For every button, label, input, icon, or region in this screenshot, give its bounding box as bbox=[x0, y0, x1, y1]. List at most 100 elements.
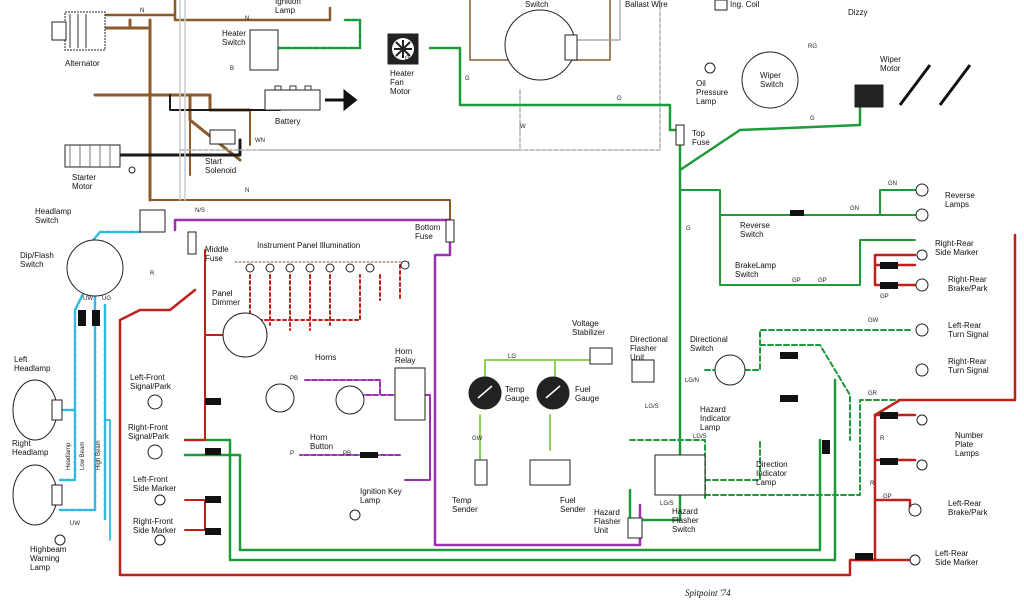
svg-text:N: N bbox=[245, 188, 249, 194]
wire-red-right bbox=[853, 413, 917, 562]
svg-text:LG/S: LG/S bbox=[645, 404, 659, 410]
svg-text:LG/S: LG/S bbox=[693, 434, 707, 440]
svg-text:PB: PB bbox=[343, 451, 351, 457]
left-front-side-marker-lamp bbox=[154, 494, 166, 506]
directional-switch-component bbox=[714, 354, 746, 386]
label-line: Sender bbox=[560, 505, 586, 514]
svg-text:PB: PB bbox=[290, 376, 298, 382]
dip-flash-switch-component bbox=[66, 239, 124, 297]
left-front-signal-lamp bbox=[147, 394, 163, 410]
label-line: Direction bbox=[756, 460, 788, 469]
wire-brown-solenoid bbox=[189, 109, 251, 176]
svg-text:N: N bbox=[140, 8, 144, 14]
label-line: Lamps bbox=[945, 200, 969, 209]
label-line: Unit bbox=[594, 526, 609, 535]
svg-text:G: G bbox=[617, 96, 622, 102]
wire-gray-switch bbox=[559, 0, 621, 41]
wire-brown-to-fuse bbox=[149, 199, 451, 226]
svg-text:LG/S: LG/S bbox=[660, 501, 674, 507]
label-line: Temp bbox=[505, 385, 525, 394]
label-line: Dimmer bbox=[212, 298, 240, 307]
svg-text:GN: GN bbox=[850, 206, 859, 212]
label-line: Heater bbox=[390, 69, 414, 78]
svg-text:LG: LG bbox=[508, 354, 516, 360]
wiper-motor-component bbox=[854, 64, 972, 108]
label-line: Turn Signal bbox=[948, 366, 989, 375]
label-line: Right-Front bbox=[128, 423, 169, 432]
label-line: Right-Rear bbox=[935, 239, 974, 248]
label-horns: Horns bbox=[315, 353, 336, 362]
alternator-component bbox=[51, 11, 106, 51]
wire-green-bottom2 bbox=[183, 438, 822, 552]
label-line: Switch bbox=[740, 230, 764, 239]
label-line: Temp bbox=[452, 496, 472, 505]
left-rear-turn-lamp bbox=[915, 323, 929, 337]
svg-text:GP: GP bbox=[818, 278, 827, 284]
label-line: Left-Rear bbox=[948, 499, 982, 508]
label-line: Hazard bbox=[672, 507, 698, 516]
label-line: Turn Signal bbox=[948, 330, 989, 339]
svg-text:N: N bbox=[245, 16, 249, 22]
left-rear-brake-lamp bbox=[908, 503, 922, 517]
label-line: Sender bbox=[452, 505, 478, 514]
svg-text:G: G bbox=[686, 226, 691, 232]
ign-coil-component bbox=[714, 0, 728, 11]
label-line: Right-Rear bbox=[948, 275, 987, 284]
temp-sender-component bbox=[474, 459, 488, 486]
label-alternator: Alternator bbox=[65, 59, 100, 68]
svg-text:WN: WN bbox=[255, 138, 265, 144]
wire-red-lfsm bbox=[184, 499, 206, 531]
svg-text:LG/N: LG/N bbox=[685, 378, 699, 384]
svg-text:GP: GP bbox=[880, 294, 889, 300]
label-line: Headlamp bbox=[14, 364, 51, 373]
svg-text:GW: GW bbox=[472, 436, 483, 442]
label-line: Lamp bbox=[696, 97, 717, 106]
svg-text:N/S: N/S bbox=[195, 208, 205, 214]
voltage-stabilizer-component bbox=[589, 347, 613, 365]
wire-blue-high bbox=[104, 419, 111, 541]
label-line: Left bbox=[14, 355, 28, 364]
svg-text:GW: GW bbox=[868, 318, 879, 324]
svg-text:UW: UW bbox=[70, 521, 80, 527]
label-line: Left-Front bbox=[133, 475, 168, 484]
svg-text:GR: GR bbox=[868, 391, 878, 397]
label-line: Right bbox=[12, 439, 31, 448]
label-line: Start bbox=[205, 157, 223, 166]
label-line: Brake/Park bbox=[948, 284, 989, 293]
label-line: Relay bbox=[395, 356, 415, 365]
right-rear-side-marker-lamp bbox=[916, 249, 928, 261]
label-line: Lamp bbox=[700, 423, 721, 432]
label-line: Right-Rear bbox=[948, 357, 987, 366]
hazard-flasher-unit-component bbox=[627, 517, 643, 539]
labels: Switch Ballast Wire Ing. Coil Dizzy Igni… bbox=[12, 0, 989, 598]
label-line: Oil bbox=[696, 79, 706, 88]
label-line: BrakeLamp bbox=[735, 261, 776, 270]
label-line: Heater bbox=[222, 29, 246, 38]
wire-green-fan bbox=[428, 46, 682, 132]
svg-text:P: P bbox=[290, 451, 294, 457]
right-rear-turn-lamp bbox=[915, 363, 929, 377]
label-line: Lamp bbox=[360, 496, 381, 505]
label-line: Panel bbox=[212, 289, 233, 298]
label-line: Left-Front bbox=[130, 373, 165, 382]
wiper-switch-component bbox=[741, 51, 799, 109]
label-line: Headlamp bbox=[35, 207, 72, 216]
label-line: Starter bbox=[72, 173, 96, 182]
connector-blocks bbox=[78, 210, 898, 560]
